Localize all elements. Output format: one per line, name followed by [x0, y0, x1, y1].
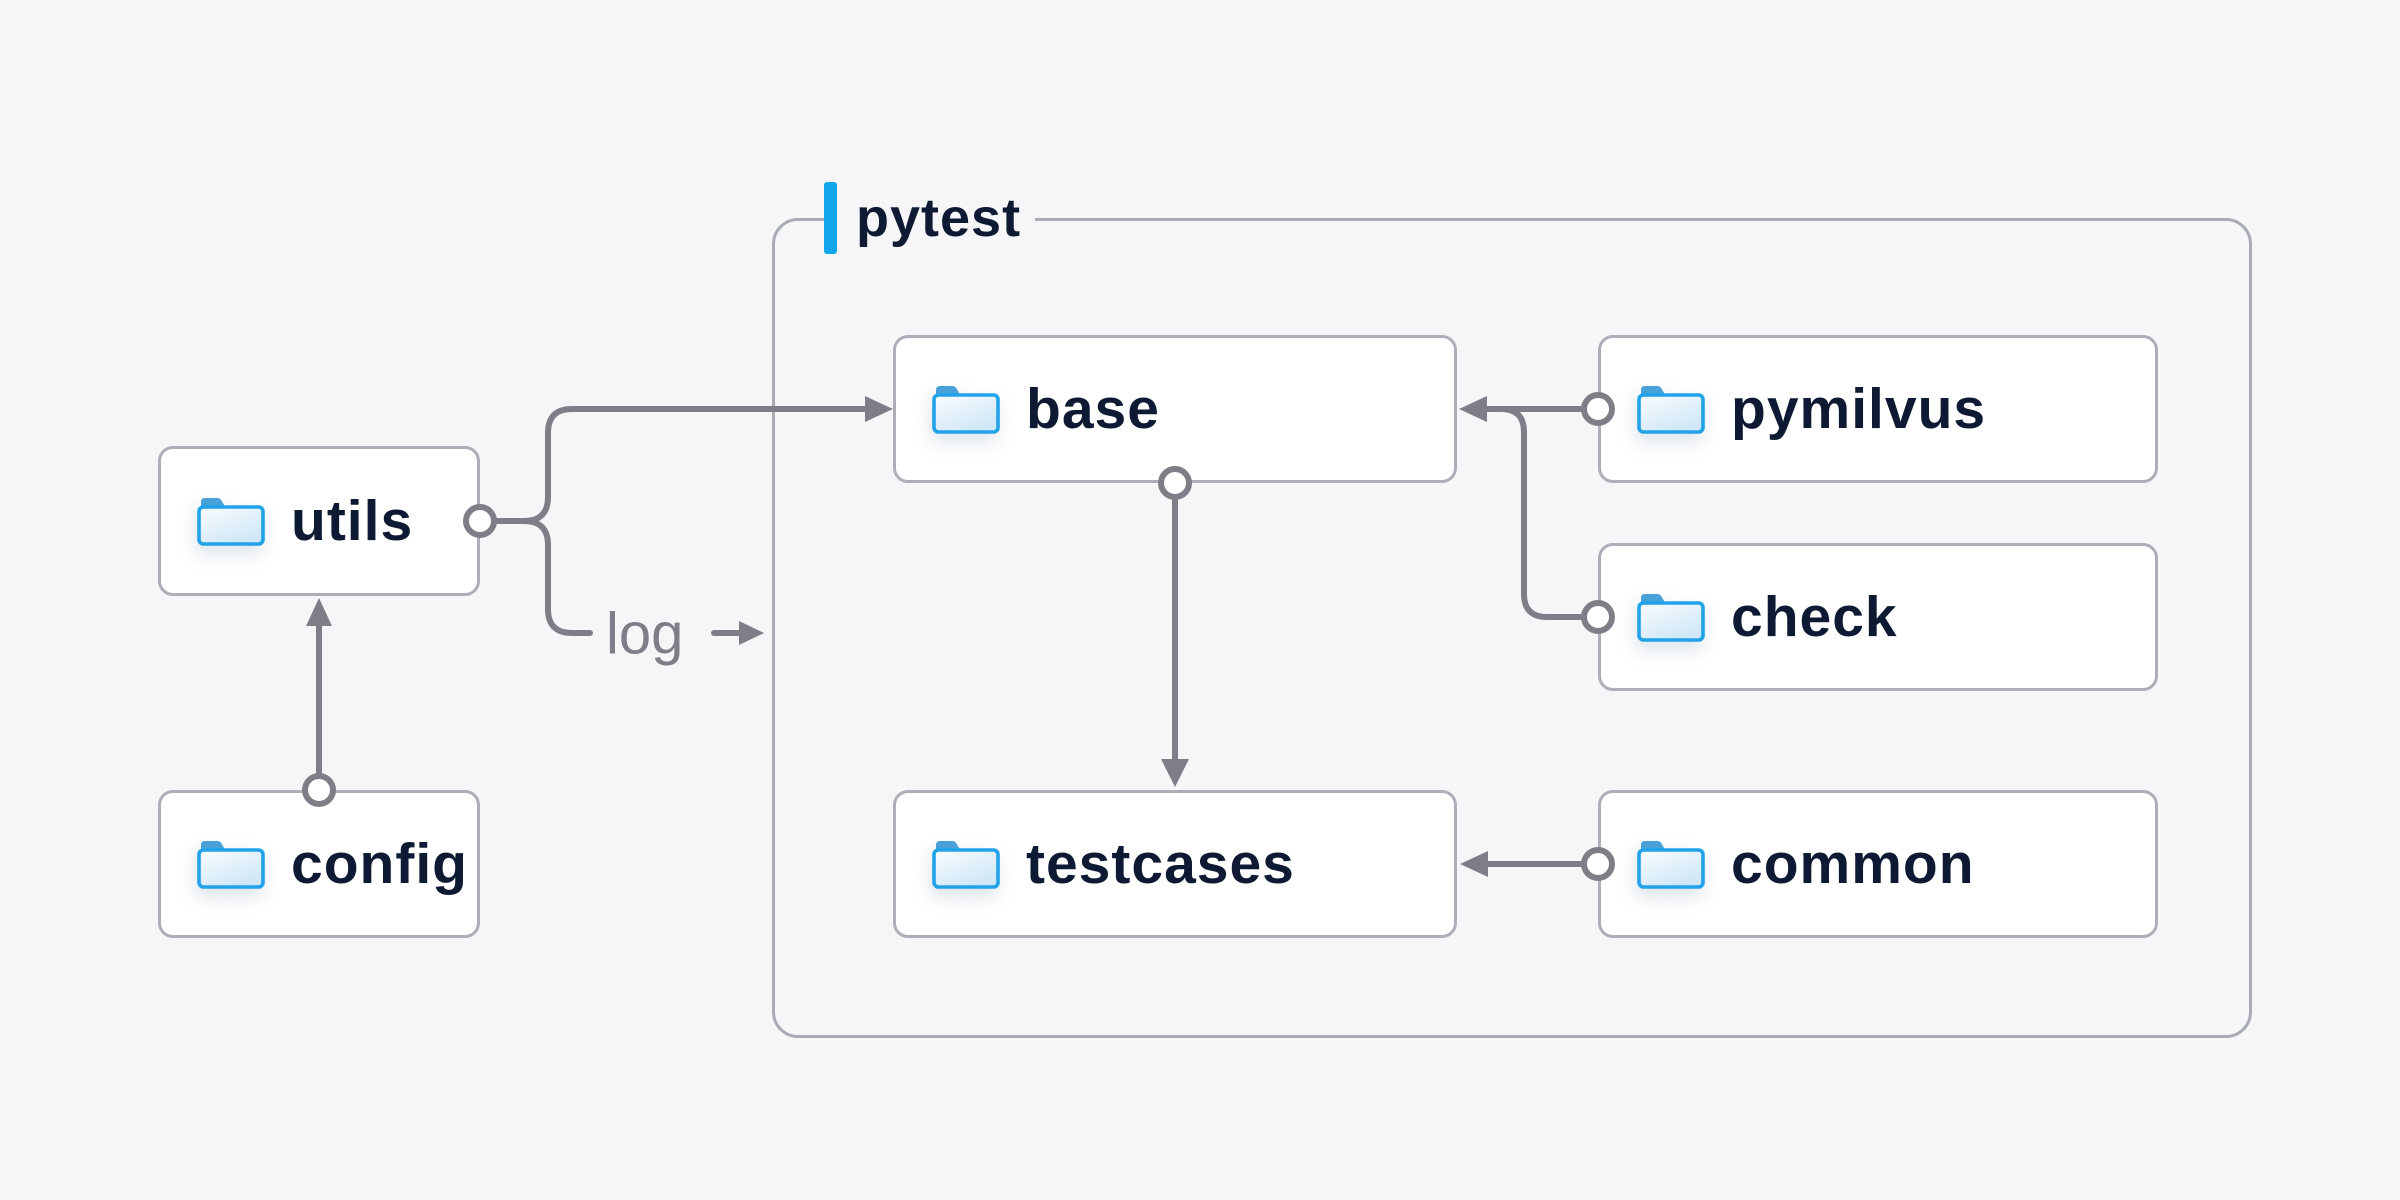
node-utils: utils — [158, 446, 480, 596]
node-label: base — [1026, 377, 1160, 441]
folder-icon — [932, 386, 1000, 434]
edge-config-utils — [302, 598, 336, 807]
node-check: check — [1598, 543, 2158, 691]
edge-utils-log: log — [521, 518, 764, 667]
pytest-group-label: pytest — [824, 182, 1036, 254]
accent-bar-icon — [824, 182, 837, 254]
node-label: utils — [291, 489, 414, 553]
node-config: config — [158, 790, 480, 938]
node-testcases: testcases — [893, 790, 1457, 938]
node-common: common — [1598, 790, 2158, 938]
folder-icon — [932, 841, 1000, 889]
log-edge-label: log — [606, 602, 683, 667]
node-base: base — [893, 335, 1457, 483]
node-label: pymilvus — [1731, 377, 1987, 441]
node-label: common — [1731, 832, 1975, 896]
node-label: testcases — [1026, 832, 1295, 896]
arrowhead-right-icon — [739, 621, 764, 645]
group-title: pytest — [856, 188, 1022, 248]
folder-icon — [1637, 386, 1705, 434]
node-label: config — [291, 832, 468, 896]
folder-icon — [1637, 841, 1705, 889]
pytest-group-box — [772, 218, 2252, 1038]
arrowhead-up-icon — [306, 598, 332, 626]
folder-icon — [1637, 594, 1705, 642]
folder-icon — [197, 498, 265, 546]
node-label: check — [1731, 585, 1898, 649]
folder-icon — [197, 841, 265, 889]
node-pymilvus: pymilvus — [1598, 335, 2158, 483]
